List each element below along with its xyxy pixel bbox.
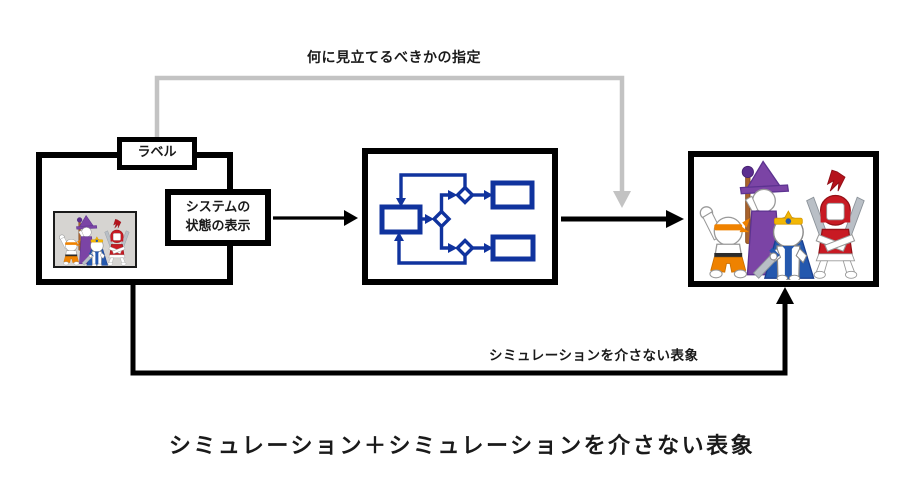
labeling-annotation: 何に見立てるべきかの指定 [307, 50, 481, 66]
arrow-state-to-simulation [273, 210, 358, 226]
representation-box [688, 151, 879, 287]
flowchart-bottom-loop [394, 232, 467, 265]
flowchart-illustration [379, 173, 536, 265]
rpg-party-image [696, 158, 872, 280]
state-display-line1: システムの [185, 199, 251, 215]
arrow-simulation-to-representation [561, 210, 684, 228]
flowchart-decision-center [431, 209, 452, 229]
labeling-arrow [154, 75, 631, 208]
rpg-party-thumbnail-image [56, 214, 134, 266]
system-state-thumbnail [53, 211, 137, 268]
label-tag-box: ラベル [117, 137, 197, 170]
diagram-caption: シミュレーション＋シミュレーションを介さない表象 [168, 434, 756, 459]
state-display-box: システムの 状態の表示 [165, 189, 271, 246]
flowchart-state-node [379, 204, 423, 235]
flowchart-decision-bottom [455, 238, 475, 258]
flowchart-links [420, 190, 493, 253]
flowchart-top-loop [396, 173, 467, 207]
flowchart-output-node-top [490, 180, 535, 210]
state-display-line2: 状態の表示 [185, 218, 251, 234]
direct-representation-arrow [130, 284, 794, 376]
direct-representation-annotation: シミュレーションを介さない表象 [489, 348, 699, 364]
simulation-box [362, 148, 558, 285]
flowchart-output-node-bottom [490, 234, 536, 262]
label-tag-text: ラベル [137, 145, 177, 161]
flowchart-decision-top [455, 185, 475, 205]
